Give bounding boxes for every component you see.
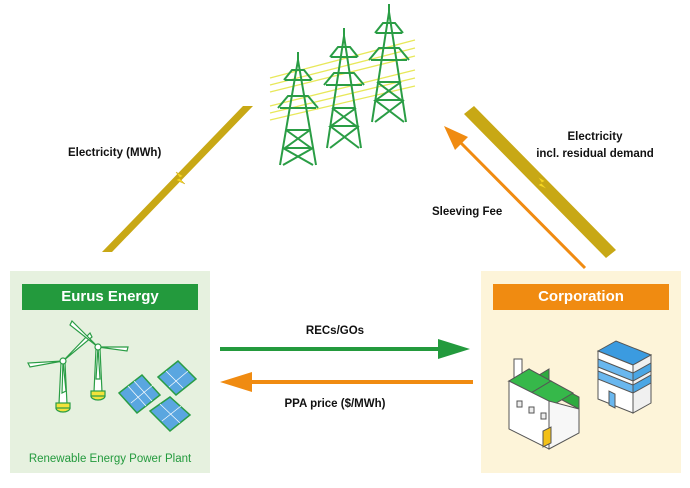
renewable-plant-caption: Renewable Energy Power Plant — [28, 453, 192, 465]
right-power-line — [464, 106, 616, 258]
solar-panels-icon — [117, 359, 198, 433]
eurus-energy-panel: Eurus Energy — [10, 271, 210, 473]
electricity-right-label-line1: Electricity — [567, 131, 623, 143]
sleeving-fee-arrow — [444, 126, 587, 270]
recs-label: RECs/GOs — [305, 325, 365, 337]
corporation-panel: Corporation — [481, 271, 681, 473]
electricity-right-label-line2: incl. residual demand — [536, 148, 654, 160]
left-lightning-icon — [175, 171, 186, 185]
eurus-energy-title: Eurus Energy — [22, 284, 198, 310]
transmission-towers-icon — [269, 4, 416, 166]
ppa-price-arrow — [220, 372, 473, 392]
sleeving-fee-label: Sleeving Fee — [432, 206, 503, 218]
ppa-price-label: PPA price ($/MWh) — [284, 398, 386, 410]
electricity-left-label: Electricity (MWh) — [68, 147, 162, 159]
office-building-icon — [596, 340, 653, 414]
factory-icon — [507, 358, 580, 450]
recs-arrow — [220, 339, 470, 359]
wind-turbines-icon — [27, 319, 129, 413]
right-lightning-icon — [537, 176, 548, 190]
corporation-title: Corporation — [493, 284, 669, 310]
